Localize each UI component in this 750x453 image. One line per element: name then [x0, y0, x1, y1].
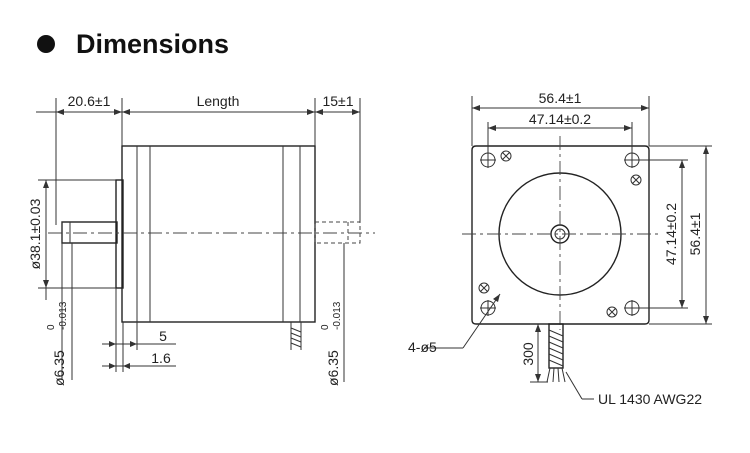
mount-hole-tl — [480, 152, 496, 168]
screw-head-3 — [478, 282, 490, 294]
screw-head-4 — [606, 306, 618, 318]
mount-hole-tr — [624, 152, 640, 168]
mount-hole-br — [624, 300, 640, 316]
body-length-label: Length — [197, 93, 240, 109]
screw-head-2 — [630, 174, 642, 186]
rear-shaft-tol-upper: 0 — [320, 324, 331, 330]
front-shaft-tol-upper: 0 — [46, 324, 57, 330]
front-flange — [471, 145, 650, 325]
mount-hole-bl — [480, 300, 496, 316]
motor-body — [121, 145, 316, 323]
mount-holes-label: 4-ø5 — [408, 339, 437, 355]
lead-cable — [546, 323, 566, 383]
screw-head-1 — [500, 150, 512, 162]
overall-height-label: 56.4±1 — [687, 212, 703, 255]
pilot-diameter-label: ø38.1±0.03 — [27, 198, 43, 269]
flange-thickness-label: 5 — [159, 328, 167, 344]
pilot-depth-label: 1.6 — [151, 350, 171, 366]
lead-wires — [290, 322, 302, 350]
rear-shaft-diameter-label: ø6.35 — [325, 350, 341, 386]
side-view: 20.6±1 Length 15±1 ø38.1±0.03 ø6.35 0 -0… — [27, 93, 375, 386]
hole-spacing-x-label: 47.14±0.2 — [529, 111, 591, 127]
lead-length-label: 300 — [520, 342, 536, 366]
wire-spec-label: UL 1430 AWG22 — [598, 391, 702, 407]
hole-spacing-y-label: 47.14±0.2 — [663, 203, 679, 265]
front-view: 56.4±1 47.14±0.2 47.14±0.2 56.4±1 4-ø5 3… — [408, 90, 712, 407]
rear-shaft-label: 15±1 — [322, 93, 353, 109]
rear-shaft — [314, 221, 361, 244]
page-title: Dimensions — [76, 29, 229, 59]
rear-shaft-tol-lower: -0.013 — [332, 301, 343, 330]
overall-width-label: 56.4±1 — [539, 90, 582, 106]
front-shaft-diameter-label: ø6.35 — [51, 350, 67, 386]
bullet-icon — [37, 35, 55, 53]
pilot-boss — [115, 179, 124, 289]
flange-length-label: 20.6±1 — [68, 93, 111, 109]
front-shaft-tol-lower: -0.013 — [58, 301, 69, 330]
